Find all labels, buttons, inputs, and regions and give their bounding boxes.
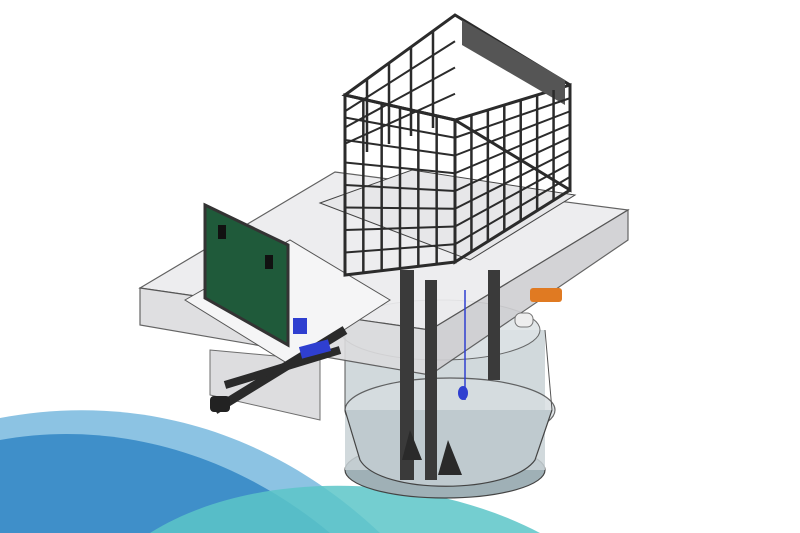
cage-right-horizontal-bar	[454, 123, 571, 175]
cage-right-horizontal-bar	[454, 176, 571, 246]
decorative-waves	[0, 410, 540, 533]
cage-left-horizontal-bar	[344, 116, 456, 139]
cage-left-horizontal-bar	[344, 225, 456, 231]
cage-back-horizontal-bar	[344, 40, 456, 113]
cage-left-horizontal-bar	[344, 161, 456, 175]
cage-right-horizontal-bar	[454, 136, 571, 192]
cage-back-horizontal-bar	[344, 92, 456, 145]
cage-left-horizontal-bar	[344, 206, 456, 210]
safety-cage	[318, 13, 577, 277]
cage-right-horizontal-bar	[454, 162, 571, 228]
cage-left-horizontal-bar	[344, 184, 456, 192]
cage-back-horizontal-bar	[344, 66, 456, 129]
access-cover-lid	[203, 202, 290, 348]
cage-left-horizontal-bar	[344, 139, 456, 157]
pipework	[210, 270, 562, 480]
cage-right-horizontal-bar	[454, 97, 571, 139]
cage-right-horizontal-bar	[454, 149, 571, 210]
cage-left-horizontal-bar	[344, 243, 456, 254]
cage-right-horizontal-bar	[454, 110, 571, 157]
